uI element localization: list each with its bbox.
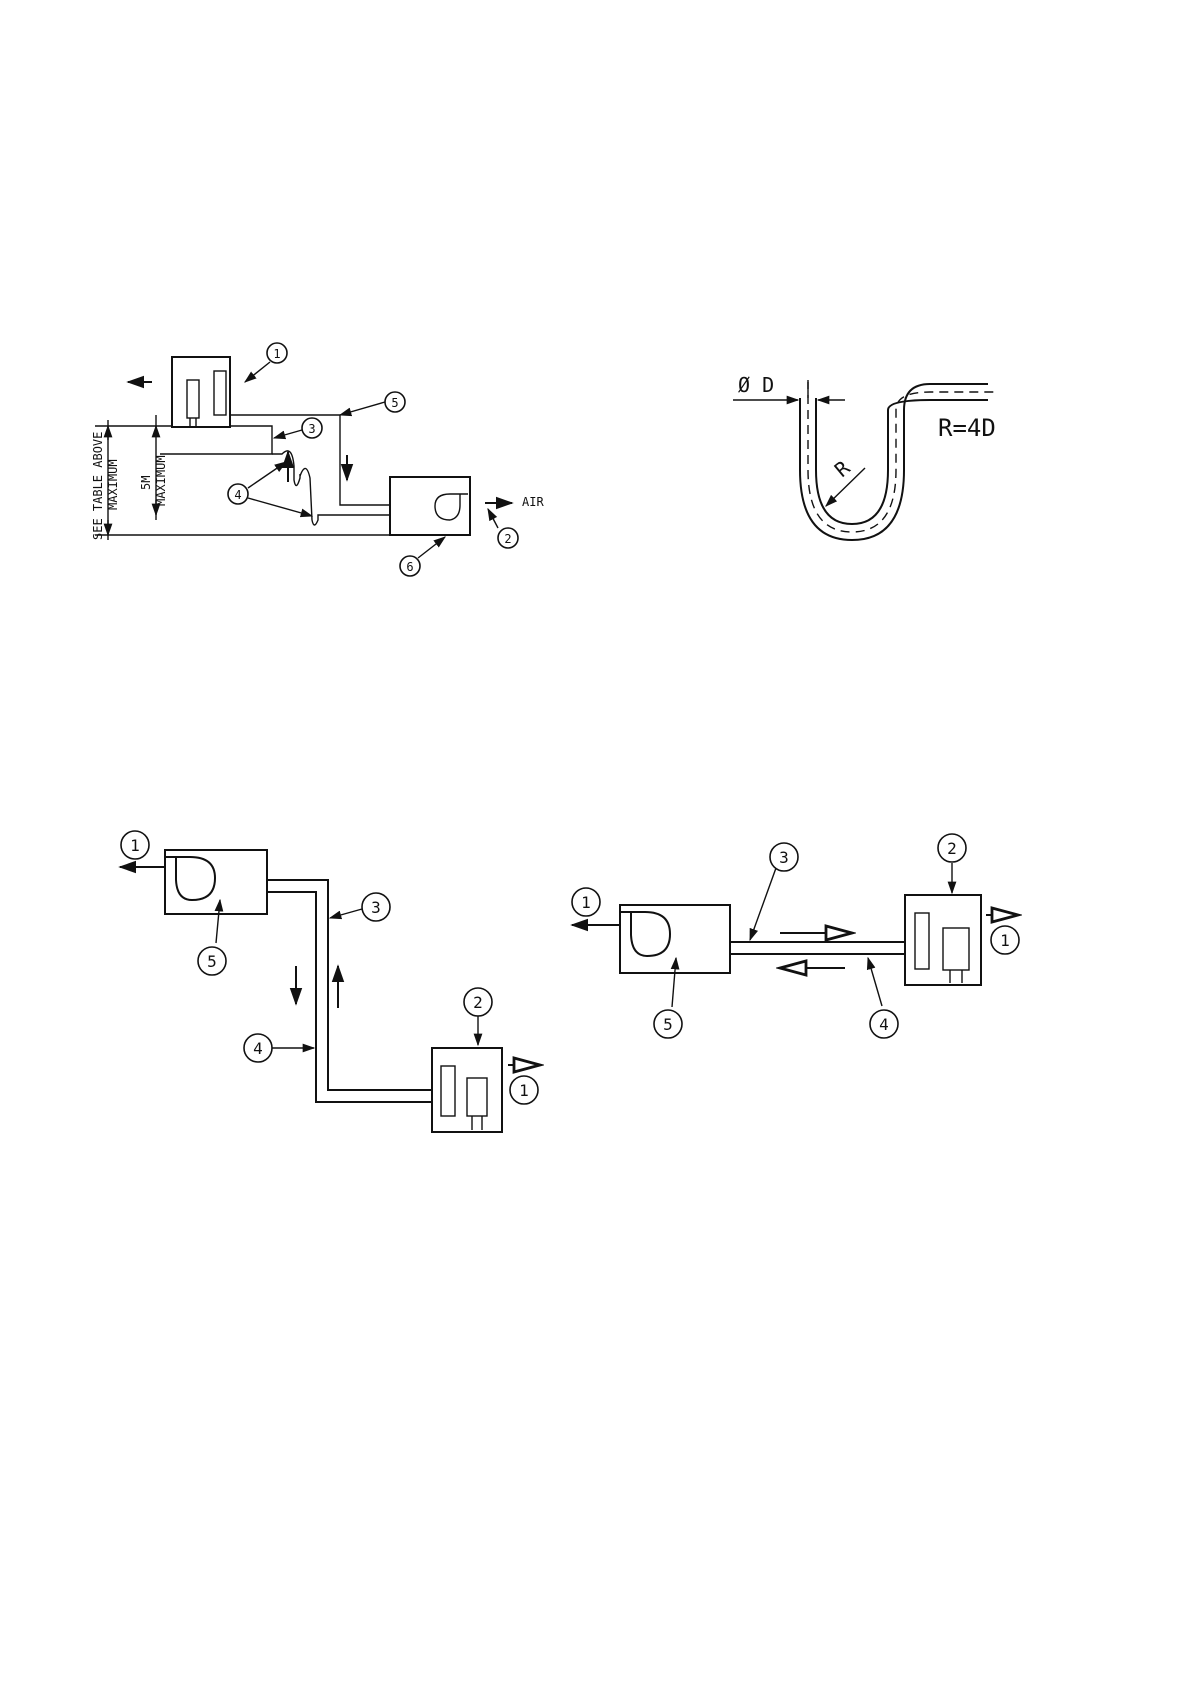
dim-outer-label-1: SEE TABLE ABOVE bbox=[91, 432, 105, 540]
callout-a-2-label: 2 bbox=[504, 532, 511, 546]
dim-inner-label-2: MAXIMUM bbox=[154, 455, 168, 506]
callout-d-1b-label: 1 bbox=[1000, 931, 1010, 950]
callout-d-3-label: 3 bbox=[779, 848, 789, 867]
callout-c-5-label: 5 bbox=[207, 952, 217, 971]
callout-c-4-label: 4 bbox=[253, 1039, 263, 1058]
fan-scroll-symbol-d bbox=[620, 912, 670, 956]
callout-a-4-label: 4 bbox=[234, 488, 241, 502]
callout-c-3-label: 3 bbox=[371, 898, 381, 917]
outdoor-unit-box-c bbox=[165, 850, 267, 914]
callout-c-1b-label: 1 bbox=[519, 1081, 529, 1100]
fan-scroll-symbol bbox=[435, 494, 468, 520]
fan-scroll-symbol-c bbox=[165, 857, 215, 900]
diagram-c-vertical-connection: 1 5 3 4 2 1 bbox=[120, 831, 540, 1132]
radius-label: R bbox=[830, 455, 855, 482]
callout-a-5-label: 5 bbox=[391, 396, 398, 410]
indoor-unit-box bbox=[172, 357, 230, 427]
callout-d-4-label: 4 bbox=[879, 1015, 889, 1034]
dim-inner-label-1: 5M bbox=[139, 476, 153, 490]
callout-a-1-label: 1 bbox=[273, 347, 280, 361]
diagram-b-pipe-bend: Ø D R=4D R bbox=[733, 373, 996, 540]
pipe-3-c bbox=[267, 880, 432, 1090]
outdoor-unit-box bbox=[390, 477, 470, 535]
callout-a-6-label: 6 bbox=[406, 560, 413, 574]
callout-d-5-label: 5 bbox=[663, 1015, 673, 1034]
diagram-a-condensate-installation: 1 5 3 4 AIR 2 6 bbox=[91, 343, 544, 576]
callout-d-2-label: 2 bbox=[947, 839, 957, 858]
diameter-label: Ø D bbox=[738, 373, 774, 397]
callout-c-2-label: 2 bbox=[473, 993, 483, 1012]
pipe-4-c bbox=[267, 892, 432, 1102]
air-label: AIR bbox=[522, 495, 544, 509]
dim-outer-label-2: MAXIMUM bbox=[106, 459, 120, 510]
radius-formula-label: R=4D bbox=[938, 414, 996, 442]
callout-c-1-label: 1 bbox=[130, 836, 140, 855]
indoor-unit-inner-rect-2 bbox=[214, 371, 226, 415]
callout-a-3-label: 3 bbox=[308, 422, 315, 436]
pipe-outer-wall bbox=[800, 384, 988, 540]
indoor-unit-inner-rect bbox=[187, 380, 199, 418]
diagram-d-horizontal-connection: 1 3 2 1 5 4 bbox=[572, 834, 1019, 1038]
trap-loop-2 bbox=[300, 468, 390, 525]
callout-d-1-label: 1 bbox=[581, 893, 591, 912]
